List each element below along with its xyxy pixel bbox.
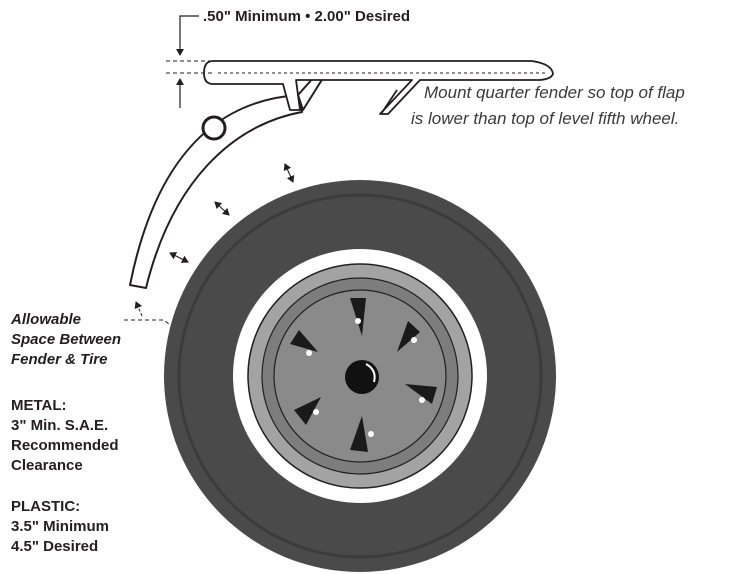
hub-highlight bbox=[365, 363, 376, 383]
plastic-heading: PLASTIC: bbox=[11, 498, 80, 515]
allowable-line3: Fender & Tire bbox=[11, 351, 107, 368]
lug-dot bbox=[368, 431, 374, 437]
fender-light bbox=[201, 115, 227, 141]
fifth-wheel-plate bbox=[203, 60, 554, 115]
plastic-line2: 4.5" Desired bbox=[11, 538, 98, 555]
clearance-arrows bbox=[169, 163, 295, 263]
allowable-line1: Allowable bbox=[10, 311, 81, 328]
lug-dot bbox=[355, 318, 361, 324]
vent-right bbox=[405, 384, 437, 404]
vent-upper-right bbox=[397, 321, 420, 352]
vent-top bbox=[350, 298, 366, 336]
vent-left bbox=[290, 330, 318, 352]
mount-note-line1: Mount quarter fender so top of flap bbox=[424, 83, 685, 102]
tire-inner-wall bbox=[177, 193, 543, 559]
metal-line1: 3" Min. S.A.E. bbox=[11, 417, 108, 434]
clearance-arrow bbox=[283, 163, 295, 183]
allowable-arrow bbox=[134, 301, 143, 317]
vent-bottom bbox=[350, 416, 368, 452]
dim-leader bbox=[176, 15, 199, 56]
gap-label: .50" Minimum • 2.00" Desired bbox=[203, 8, 410, 25]
lug-dot bbox=[313, 409, 319, 415]
lug-dot bbox=[306, 350, 312, 356]
fifth-wheel bbox=[203, 60, 554, 115]
tire-assembly bbox=[164, 180, 556, 572]
gap-dimension bbox=[166, 15, 214, 108]
plastic-line1: 3.5" Minimum bbox=[11, 518, 109, 535]
mount-note-line2: is lower than top of level fifth wheel. bbox=[411, 109, 679, 128]
metal-line3: Clearance bbox=[11, 457, 83, 474]
wheel-vents bbox=[290, 298, 437, 452]
vent-lower-left bbox=[294, 397, 321, 425]
allowable-leader bbox=[124, 319, 171, 326]
metal-line2: Recommended bbox=[11, 437, 119, 454]
clearance-arrow bbox=[214, 201, 230, 216]
clearance-arrow bbox=[169, 252, 189, 263]
lug-dots bbox=[306, 318, 425, 437]
mount-note-leader bbox=[380, 89, 398, 115]
lug-dot bbox=[419, 397, 425, 403]
allowable-line2: Space Between bbox=[11, 331, 121, 348]
lug-dot bbox=[411, 337, 417, 343]
metal-heading: METAL: bbox=[11, 397, 67, 414]
